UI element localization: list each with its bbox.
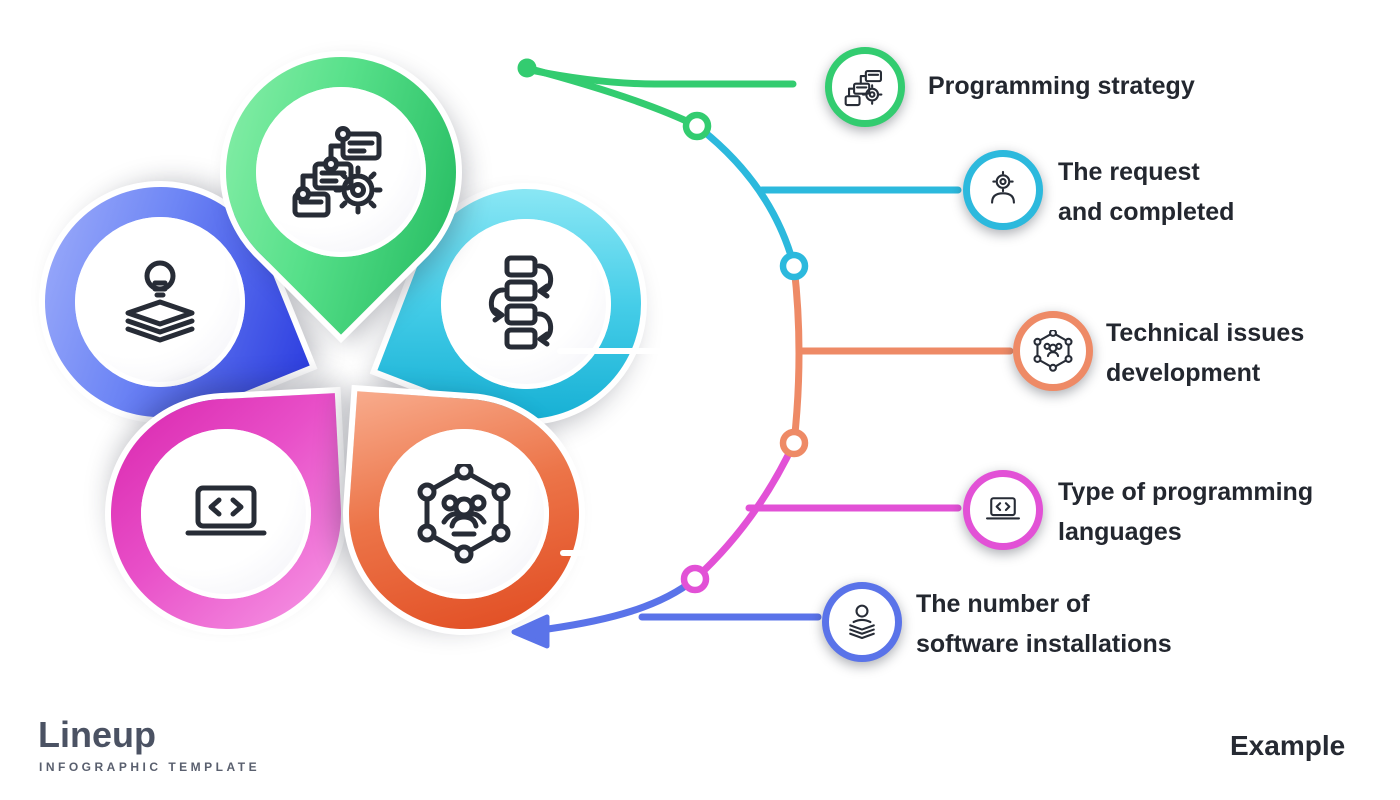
petal-circle — [379, 429, 549, 599]
network-team-icon — [417, 464, 511, 564]
row-label-line2: and completed — [1058, 198, 1235, 226]
idea-layers-icon — [125, 260, 195, 343]
petal-sequence — [377, 155, 675, 453]
person-layers-icon — [849, 604, 875, 640]
ring-badge — [963, 150, 1043, 230]
row-label: The request — [1058, 158, 1200, 186]
row-label: Type of programming — [1058, 478, 1314, 506]
petal-workflow — [178, 9, 504, 335]
petal-network-team — [341, 391, 587, 637]
row-label-line2: software installations — [916, 630, 1172, 658]
petal-circle — [256, 86, 426, 257]
row-label: Programming strategy — [928, 72, 1195, 100]
laptop-code-icon — [185, 485, 267, 536]
brand-tagline: INFOGRAPHIC TEMPLATE — [39, 760, 261, 774]
row-label-line2: development — [1106, 359, 1261, 387]
row-label: The number of — [916, 590, 1090, 618]
ring-badge — [822, 582, 902, 662]
petal-idea-layers — [10, 152, 310, 452]
workflow-gear-icon — [292, 126, 383, 218]
row-label: Technical issues — [1106, 319, 1305, 347]
sequence-icon — [488, 255, 554, 350]
ring-badge — [963, 470, 1043, 550]
petal-circle — [141, 429, 311, 599]
example-label: Example — [1230, 730, 1346, 761]
person-gear-icon — [991, 170, 1015, 204]
ring-badge — [1013, 311, 1093, 391]
petal-circle — [441, 219, 611, 389]
workflow-gear-icon — [844, 69, 883, 107]
ring-badge — [825, 47, 905, 127]
brand-logo: Lineup — [38, 714, 156, 755]
network-team-icon — [1033, 330, 1073, 372]
laptop-code-icon — [985, 497, 1021, 520]
row-label-line2: languages — [1058, 518, 1182, 546]
petal-laptop-code — [105, 393, 347, 635]
petal-circle — [74, 217, 245, 387]
